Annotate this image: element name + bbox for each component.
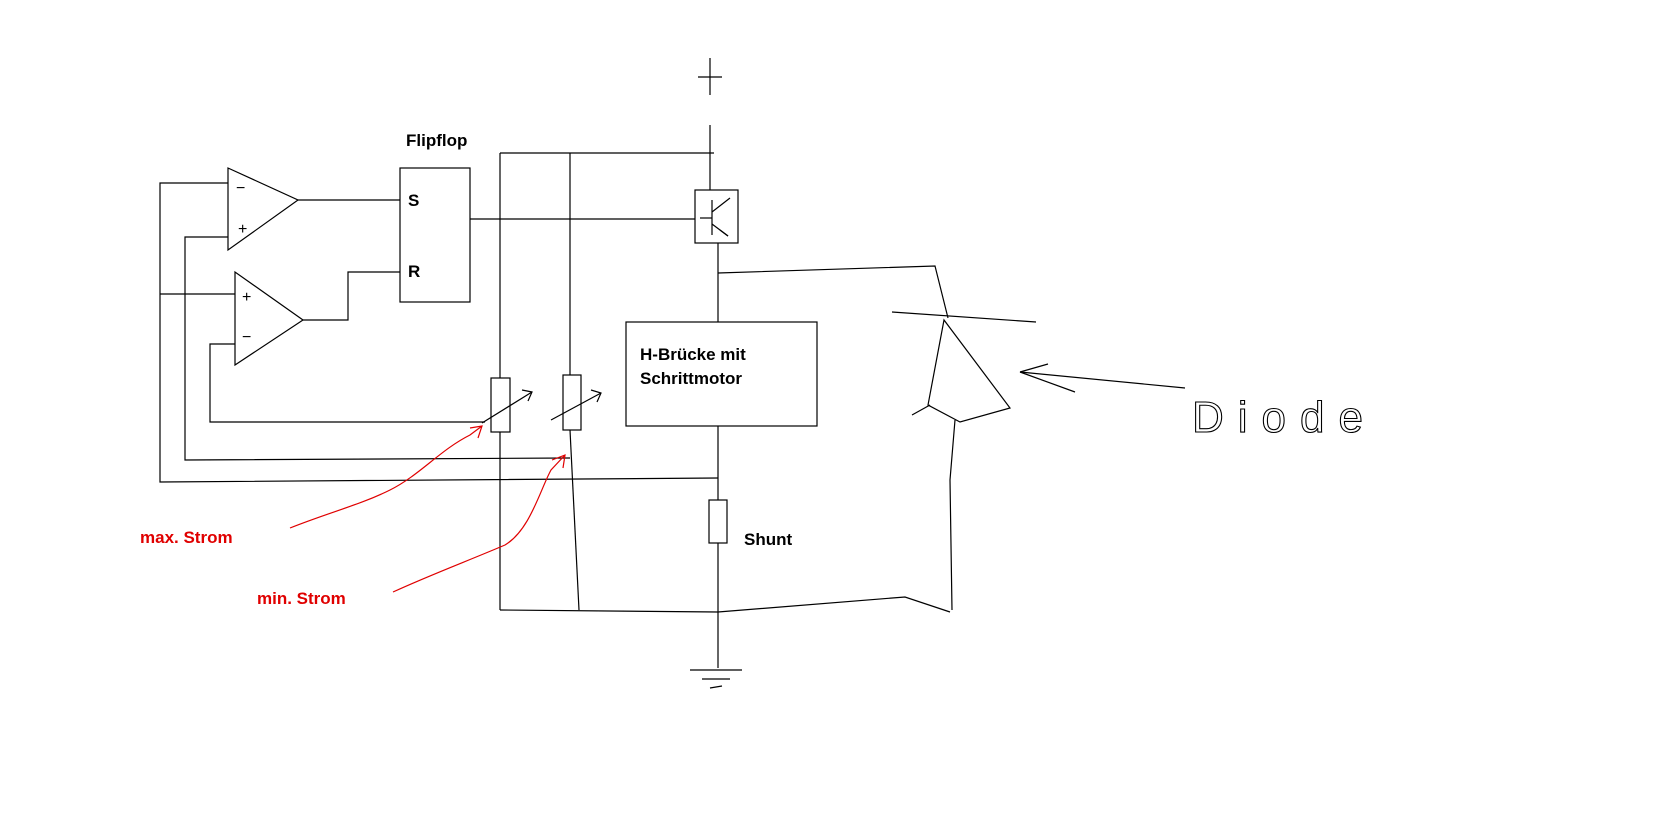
sense-wiring (159, 182, 719, 483)
diode-pointer-arrow (1019, 363, 1186, 393)
hbridge-block: H-Brücke mit Schrittmotor (625, 321, 818, 427)
comparator-upper: − + (227, 167, 400, 252)
min-current-annotation: min. Strom (257, 454, 566, 608)
ground-symbol (690, 669, 742, 689)
potentiometer-max (481, 377, 533, 433)
flipflop-block: Flipflop S R (399, 131, 471, 303)
comparator-upper-plus: + (238, 221, 247, 238)
comparator-lower-plus: + (242, 289, 251, 306)
transistor (694, 189, 739, 244)
flipflop-reset-pin: R (408, 262, 420, 281)
shunt-resistor: Shunt (708, 499, 792, 549)
flipflop-set-pin: S (408, 191, 419, 210)
freewheel-diode (717, 265, 1037, 611)
hbridge-label-line1: H-Brücke mit (640, 345, 746, 364)
comparator-upper-minus: − (236, 180, 245, 197)
min-current-label: min. Strom (257, 589, 346, 608)
flipflop-label: Flipflop (406, 131, 467, 150)
shunt-label: Shunt (744, 530, 792, 549)
max-current-annotation: max. Strom (140, 425, 483, 547)
diode-label: Diode (1192, 393, 1377, 442)
comparator-lower: + − (234, 270, 400, 367)
comparator-lower-minus: − (242, 329, 251, 346)
potentiometer-min (550, 374, 602, 611)
hbridge-label-line2: Schrittmotor (640, 369, 742, 388)
bottom-rail (499, 596, 951, 613)
max-current-label: max. Strom (140, 528, 233, 547)
supply-plus-symbol (698, 58, 722, 95)
